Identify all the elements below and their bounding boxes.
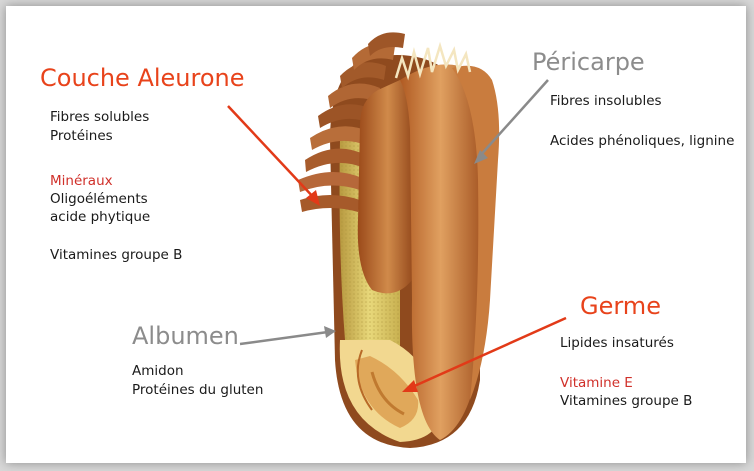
- albumen-line-2: Protéines du gluten: [132, 381, 263, 399]
- aleurone-line-3: Oligoéléments: [50, 190, 148, 208]
- aleurone-line-4: acide phytique: [50, 208, 150, 226]
- diagram-frame: Couche Aleurone Fibres solubles Protéine…: [6, 6, 746, 463]
- germe-vitamin-e: Vitamine E: [560, 374, 633, 392]
- albumen-arrow: [240, 332, 328, 344]
- pericarpe-line-1: Fibres insolubles: [550, 92, 662, 110]
- aleurone-line-2: Protéines: [50, 127, 113, 145]
- aleurone-vitamins: Vitamines groupe B: [50, 246, 182, 264]
- germe-title: Germe: [580, 292, 661, 320]
- pericarpe-line-2: Acides phénoliques, lignine: [550, 132, 734, 150]
- aleurone-title: Couche Aleurone: [40, 64, 245, 92]
- aleurone-arrow: [228, 106, 316, 200]
- pericarpe-title: Péricarpe: [532, 48, 645, 76]
- germe-line-1: Lipides insaturés: [560, 334, 674, 352]
- albumen-line-1: Amidon: [132, 362, 184, 380]
- aleurone-minerals: Minéraux: [50, 172, 113, 190]
- albumen-arrowhead: [324, 326, 336, 338]
- diagram-stage: Couche Aleurone Fibres solubles Protéine…: [6, 6, 746, 463]
- aleurone-line-1: Fibres solubles: [50, 108, 149, 126]
- albumen-title: Albumen: [132, 322, 239, 350]
- germe-line-2: Vitamines groupe B: [560, 392, 692, 410]
